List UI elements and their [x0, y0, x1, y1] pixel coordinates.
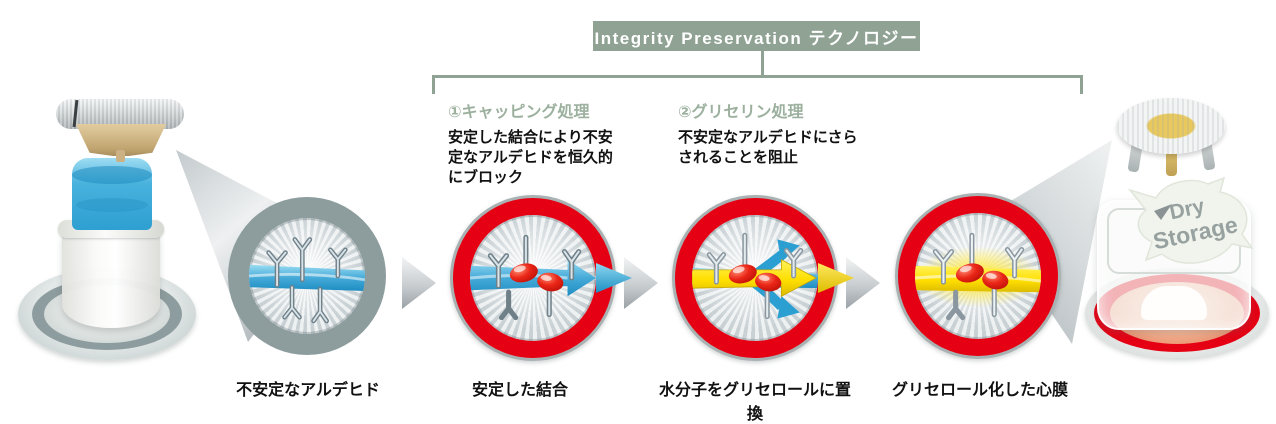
left-valve-post: [116, 150, 125, 162]
stage-circle-stable-bond: [450, 195, 616, 361]
glycerin-note-heading: ②グリセリン処理: [678, 104, 804, 121]
capping-note-body: 安定した結合により不安定なアルデヒドを恒久的にブロック: [448, 129, 613, 186]
red-cap: [955, 263, 1009, 290]
right-valve-ring: [1117, 98, 1225, 154]
glycerol-exchange-graphic: [692, 232, 818, 320]
caption-unstable-aldehyde: 不安定なアルデヒド: [236, 382, 380, 399]
red-cap: [728, 264, 782, 292]
capped-molecules-graphic: [470, 234, 596, 321]
caption-glycerolized-pericardium: グリセロール化した心膜: [891, 382, 1068, 399]
stage-circle-glycerol-exchange: [672, 195, 838, 361]
capping-note-heading: ①キャッピング処理: [448, 104, 590, 121]
stage-photo-unstable-aldehyde: [249, 218, 365, 334]
stage-photo-glycerol-exchange: [692, 215, 818, 341]
right-valve-leg: [1166, 146, 1177, 176]
liquid-wave: [76, 198, 148, 212]
glycerolized-tissue-graphic: [915, 232, 1041, 321]
caption-stable-bond: 安定した結合: [471, 382, 568, 399]
glycerin-note-body: 不安定なアルデヒドにさらされることを阻止: [678, 129, 858, 166]
bracket-stem: [761, 51, 764, 76]
stage-photo-glycerolized: [915, 213, 1041, 339]
glycerin-note: ②グリセリン処理 不安定なアルデヒドにさらされることを阻止: [678, 98, 874, 168]
dry-storage-bubble: [1128, 176, 1254, 264]
capping-note: ①キャッピング処理 安定した結合により不安定なアルデヒドを恒久的にブロック: [448, 98, 624, 188]
stage-circle-unstable-aldehyde: [228, 197, 386, 355]
bracket-line: [432, 75, 1083, 94]
stage-photo-stable-bond: [470, 215, 596, 341]
storage-jar: [62, 230, 160, 328]
stage-circle-glycerolized: [895, 193, 1061, 359]
caption-glycerol-exchange: 水分子をグリセロールに置換: [658, 382, 851, 423]
technology-banner-label: Integrity Preservation テクノロジー: [594, 28, 919, 48]
aldehyde-molecules-graphic: [249, 237, 365, 324]
bubble-arrow-icon: [1154, 204, 1172, 220]
technology-banner: Integrity Preservation テクノロジー: [593, 21, 920, 51]
red-cap: [509, 263, 564, 292]
liquid-wave: [72, 166, 152, 184]
